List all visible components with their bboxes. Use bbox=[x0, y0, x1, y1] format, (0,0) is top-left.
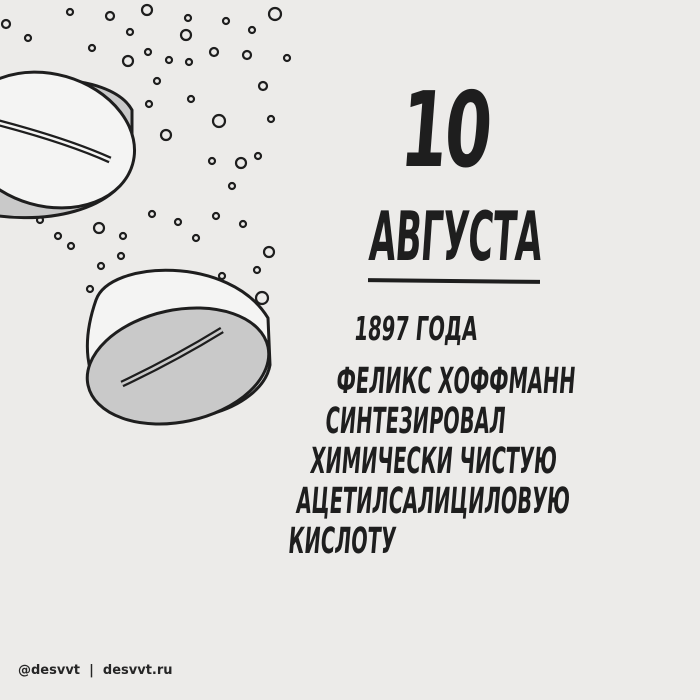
fact-line: КИСЛОТУ bbox=[286, 521, 398, 562]
fact-line: ФЕЛИКС ХОФФМАНН bbox=[334, 361, 578, 402]
author-handle: @desvvt bbox=[18, 663, 81, 678]
date-month: АВГУСТА bbox=[366, 198, 545, 277]
credit-separator: | bbox=[89, 663, 94, 678]
date-day: 10 bbox=[396, 69, 494, 191]
aspirin-tablet-icon bbox=[85, 268, 272, 426]
fact-line: АЦЕТИЛСАЛИЦИЛОВУЮ bbox=[294, 481, 572, 522]
fact-line: ХИМИЧЕСКИ ЧИСТУЮ bbox=[308, 441, 559, 482]
fact-line: СИНТЕЗИРОВАЛ bbox=[323, 401, 508, 442]
author-credit: @desvvt | desvvt.ru bbox=[18, 663, 173, 678]
aspirin-tablet-icon bbox=[0, 70, 137, 220]
date-year: 1897 ГОДА bbox=[352, 309, 480, 348]
author-site-link[interactable]: desvvt.ru bbox=[102, 663, 173, 678]
